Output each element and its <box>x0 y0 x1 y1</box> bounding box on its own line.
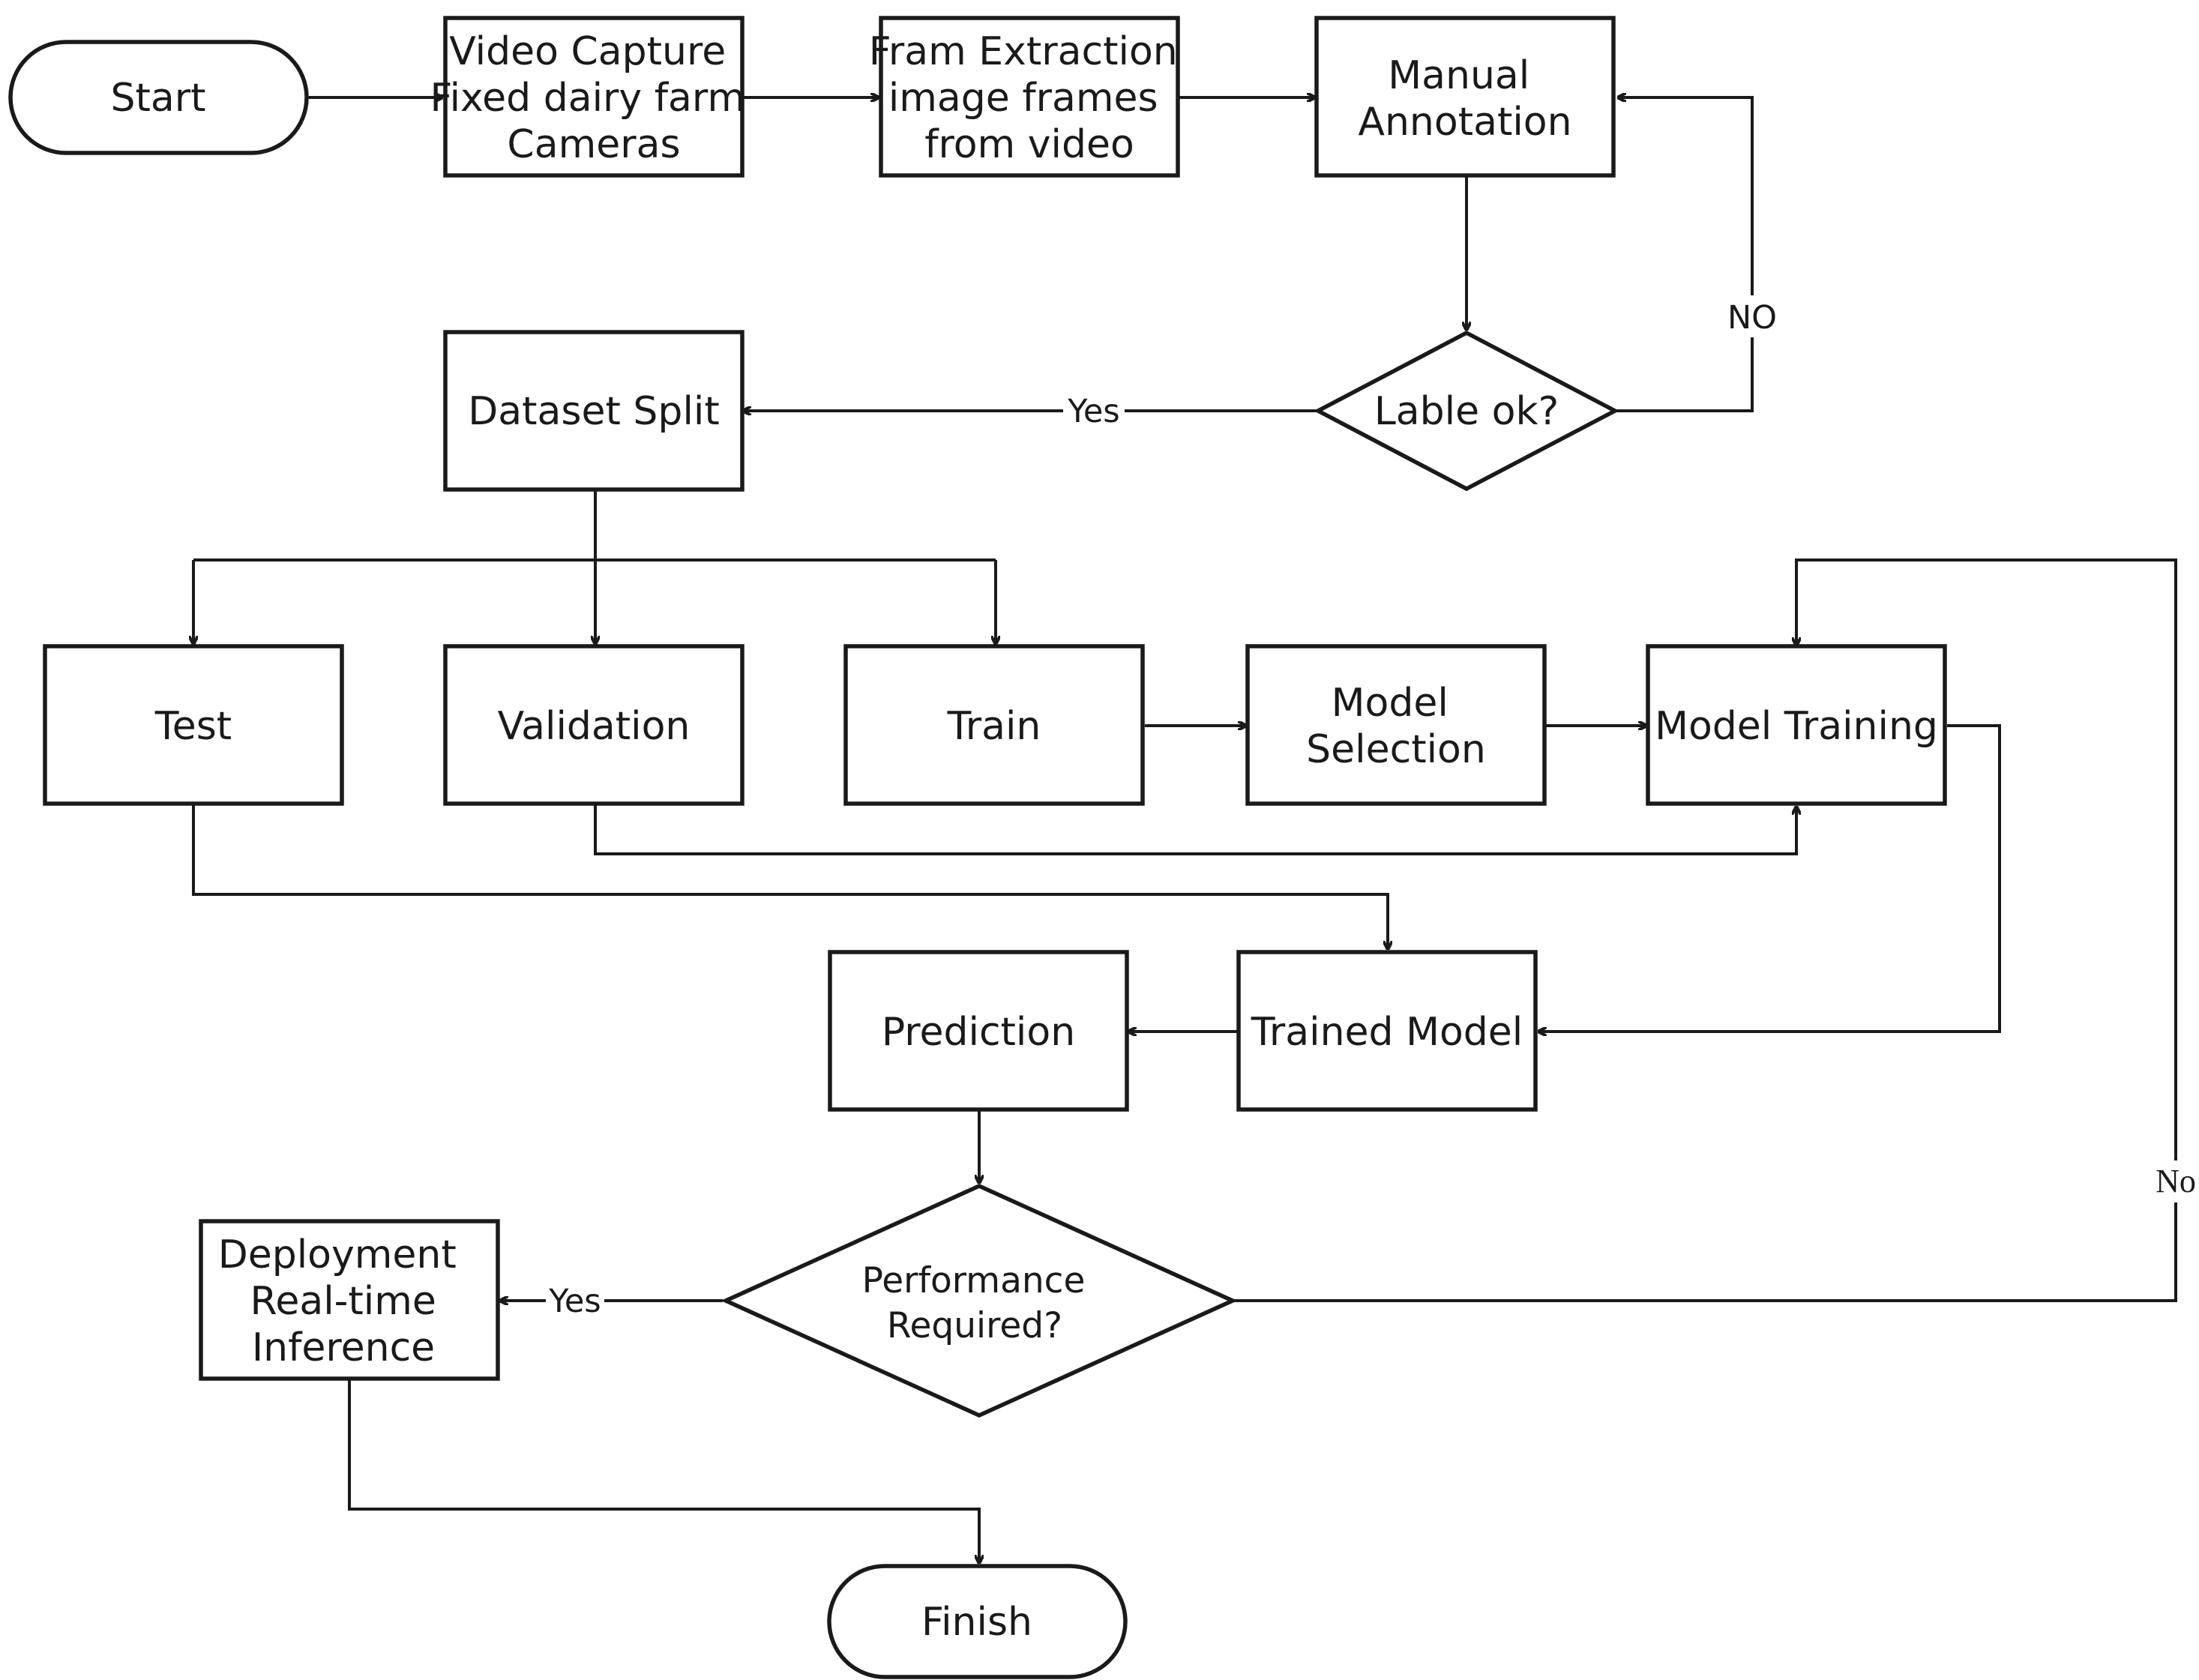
start-label: Start <box>110 76 205 121</box>
edge-deployment-to-finish <box>348 1379 979 1563</box>
test-box <box>43 644 344 806</box>
frame-extraction-line-1: Fram Extraction <box>869 29 1178 74</box>
performance-required-line-1: Performance <box>862 1260 1086 1301</box>
frame-extraction-box <box>879 16 1180 178</box>
manual-annotation-line-2: Annotation <box>1358 100 1571 145</box>
svg-text:Trained Model: Trained Model <box>1251 1010 1523 1055</box>
svg-text:Start: Start <box>110 76 205 121</box>
finish-terminal-shape <box>827 1564 1128 1679</box>
node-trained-model: Trained Model <box>1236 950 1538 1112</box>
video-capture-line-3: Cameras <box>507 122 680 167</box>
performance-required-diamond <box>721 1183 1238 1418</box>
finish-label: Finish <box>921 1600 1032 1645</box>
node-model-training: Model Training <box>1646 644 1947 806</box>
svg-text:Validation: Validation <box>498 704 691 749</box>
svg-text:Deployment Real-time: Deployment Real-time Inference <box>218 1232 469 1370</box>
video-capture-line-1: Video Capture <box>449 29 726 74</box>
node-start: Start <box>8 40 309 155</box>
train-box <box>843 644 1145 806</box>
label-ok-diamond <box>1314 330 1619 492</box>
svg-text:Video Capture Fixed da: Video Capture Fixed dairy farm Cameras <box>430 29 757 167</box>
edge-label-yes: Yes <box>1067 393 1119 430</box>
node-test: Test <box>43 644 344 806</box>
svg-text:Train: Train <box>947 704 1041 749</box>
node-frame-extraction: Fram Extraction image frames from video <box>869 16 1191 178</box>
trained-model-box <box>1236 950 1538 1112</box>
node-prediction: Prediction <box>828 950 1129 1112</box>
deployment-box <box>199 1219 500 1381</box>
validation-box <box>443 644 744 806</box>
model-training-label: Model Training <box>1655 704 1938 749</box>
video-capture-line-2: Fixed dairy farm <box>430 76 745 121</box>
deployment-line-1: Deployment <box>218 1232 457 1277</box>
svg-text:Finish: Finish <box>921 1600 1032 1645</box>
edge-label-performance-no: No <box>2156 1163 2196 1199</box>
model-selection-line-1: Model <box>1332 681 1449 726</box>
test-label: Test <box>154 704 232 749</box>
frame-extraction-line-3: from video <box>924 122 1134 167</box>
prediction-box <box>828 950 1129 1112</box>
svg-text:Prediction: Prediction <box>882 1010 1075 1055</box>
svg-text:Test: Test <box>154 704 232 749</box>
prediction-label: Prediction <box>882 1010 1075 1055</box>
connectors <box>192 97 2177 1563</box>
label-ok-label: Lable ok? <box>1374 389 1559 434</box>
node-finish: Finish <box>827 1564 1128 1679</box>
frame-extraction-line-2: image frames <box>888 76 1158 121</box>
node-validation: Validation <box>443 644 744 806</box>
dataset-split-label: Dataset Split <box>468 389 719 434</box>
model-selection-line-2: Selection <box>1306 727 1486 772</box>
deployment-line-2: Real-time <box>250 1279 436 1324</box>
validation-label: Validation <box>498 704 691 749</box>
model-training-box <box>1646 644 1947 806</box>
manual-annotation-line-1: Manual <box>1388 53 1529 98</box>
node-train: Train <box>843 644 1145 806</box>
svg-text:Lable ok?: Lable ok? <box>1374 389 1559 434</box>
svg-text:Dataset Split: Dataset Split <box>468 389 719 434</box>
train-label: Train <box>947 704 1041 749</box>
svg-text:Model Selection: Model Selection <box>1306 681 1486 772</box>
deployment-line-3: Inference <box>252 1325 435 1370</box>
nodes: Start Video Capture Fixed dairy farm Cam… <box>8 16 1947 1679</box>
video-capture-box <box>443 16 744 178</box>
trained-model-label: Trained Model <box>1251 1010 1523 1055</box>
node-deployment: Deployment Real-time Inference <box>199 1219 500 1381</box>
node-label-ok: Lable ok? <box>1314 330 1619 492</box>
performance-required-line-2: Required? <box>887 1305 1062 1346</box>
edge-validation-to-model-training <box>594 804 1796 855</box>
edge-performance-no-loop <box>1234 559 2177 1302</box>
manual-annotation-box <box>1314 16 1616 178</box>
svg-text:Manual Annotation: Manual Annotation <box>1358 53 1571 145</box>
svg-text:Performance Required?: Performance Required? <box>862 1260 1097 1346</box>
edge-labels: NO Yes Yes No <box>546 295 2199 1321</box>
edge-label-performance-yes: Yes <box>548 1283 601 1320</box>
edge-test-to-trained-model <box>192 804 1388 949</box>
node-video-capture: Video Capture Fixed dairy farm Cameras <box>430 16 757 178</box>
edge-label-no: NO <box>1727 299 1777 337</box>
model-selection-box <box>1245 644 1547 806</box>
start-terminal-shape <box>8 40 309 155</box>
node-manual-annotation: Manual Annotation <box>1314 16 1616 178</box>
edge-label-ok-no-loop <box>1616 97 1754 412</box>
svg-text:Fram Extraction image: Fram Extraction image frames from video <box>869 29 1191 167</box>
node-performance-required: Performance Required? <box>721 1183 1238 1418</box>
svg-text:Model Training: Model Training <box>1655 704 1938 749</box>
node-dataset-split: Dataset Split <box>443 330 744 492</box>
dataset-split-box <box>443 330 744 492</box>
edge-model-training-to-trained-model <box>1538 724 2001 1032</box>
node-model-selection: Model Selection <box>1245 644 1547 806</box>
